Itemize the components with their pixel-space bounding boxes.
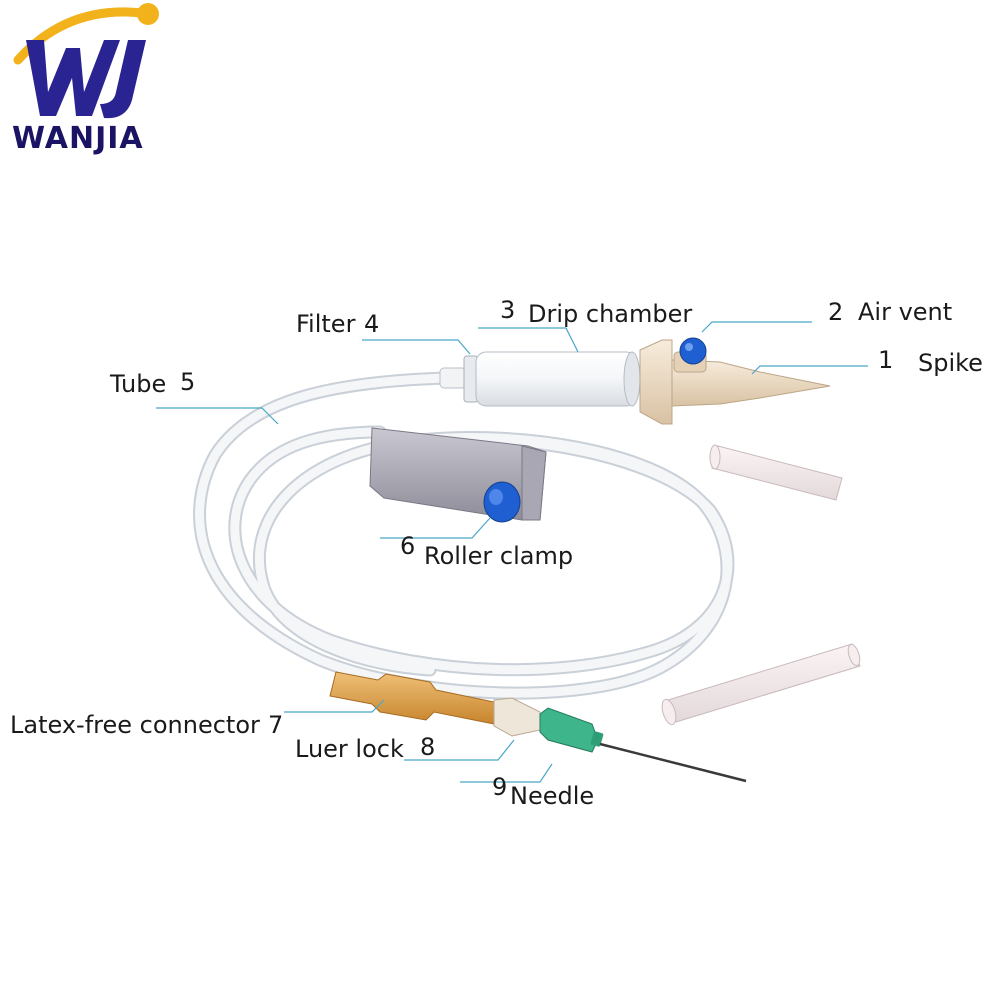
label-4-number: 4 (364, 310, 380, 338)
label-roller-clamp: Roller clamp (424, 542, 574, 570)
needle-hub (539, 707, 599, 753)
spike-part (671, 359, 831, 407)
needle-shaft (599, 742, 747, 783)
label-needle: Needle (510, 782, 595, 810)
roller-clamp-part (369, 427, 547, 523)
label-spike: Spike (918, 349, 983, 377)
leader-luer-lock (404, 739, 515, 761)
leader-needle (460, 763, 553, 783)
logo-dot (137, 3, 159, 25)
drip-chamber-assembly (439, 337, 831, 425)
wanjia-logo (13, 3, 159, 119)
label-7-number: 7 (268, 711, 284, 739)
leader-drip-chamber (478, 327, 579, 353)
label-tube: Tube (110, 370, 167, 398)
connector-assembly (329, 671, 747, 783)
label-luer-lock: Luer lock (295, 735, 404, 763)
needle-cap (661, 643, 861, 726)
luer-lock-part (493, 697, 541, 737)
drip-chamber-part (475, 351, 637, 407)
leader-tube (156, 407, 279, 425)
label-2-number: 2 (828, 298, 844, 326)
spike-cap (709, 444, 843, 501)
roller-wheel (483, 481, 521, 523)
latex-free-connector-part (329, 671, 495, 725)
label-air-vent: Air vent (858, 298, 953, 326)
label-5-number: 5 (180, 368, 196, 396)
air-vent-cap (679, 337, 707, 365)
label-8-number: 8 (420, 733, 436, 761)
label-filter: Filter (296, 310, 356, 338)
brand-name: WANJIA (12, 121, 144, 156)
label-3-number: 3 (500, 296, 516, 324)
label-6-number: 6 (400, 532, 416, 560)
tube (193, 371, 735, 700)
leader-spike (751, 365, 868, 375)
label-drip-chamber: Drip chamber (528, 300, 693, 328)
label-9-number: 9 (492, 773, 508, 801)
leader-filter (362, 339, 471, 355)
leader-lines (156, 321, 868, 783)
leader-roller-clamp (380, 517, 491, 539)
leader-connector (284, 699, 385, 713)
leader-air-vent (701, 321, 812, 333)
logo-letter-j (100, 40, 146, 119)
logo-letter-w (26, 40, 120, 116)
label-latex-free-connector: Latex-free connector (10, 711, 260, 739)
label-1-number: 1 (878, 346, 894, 374)
